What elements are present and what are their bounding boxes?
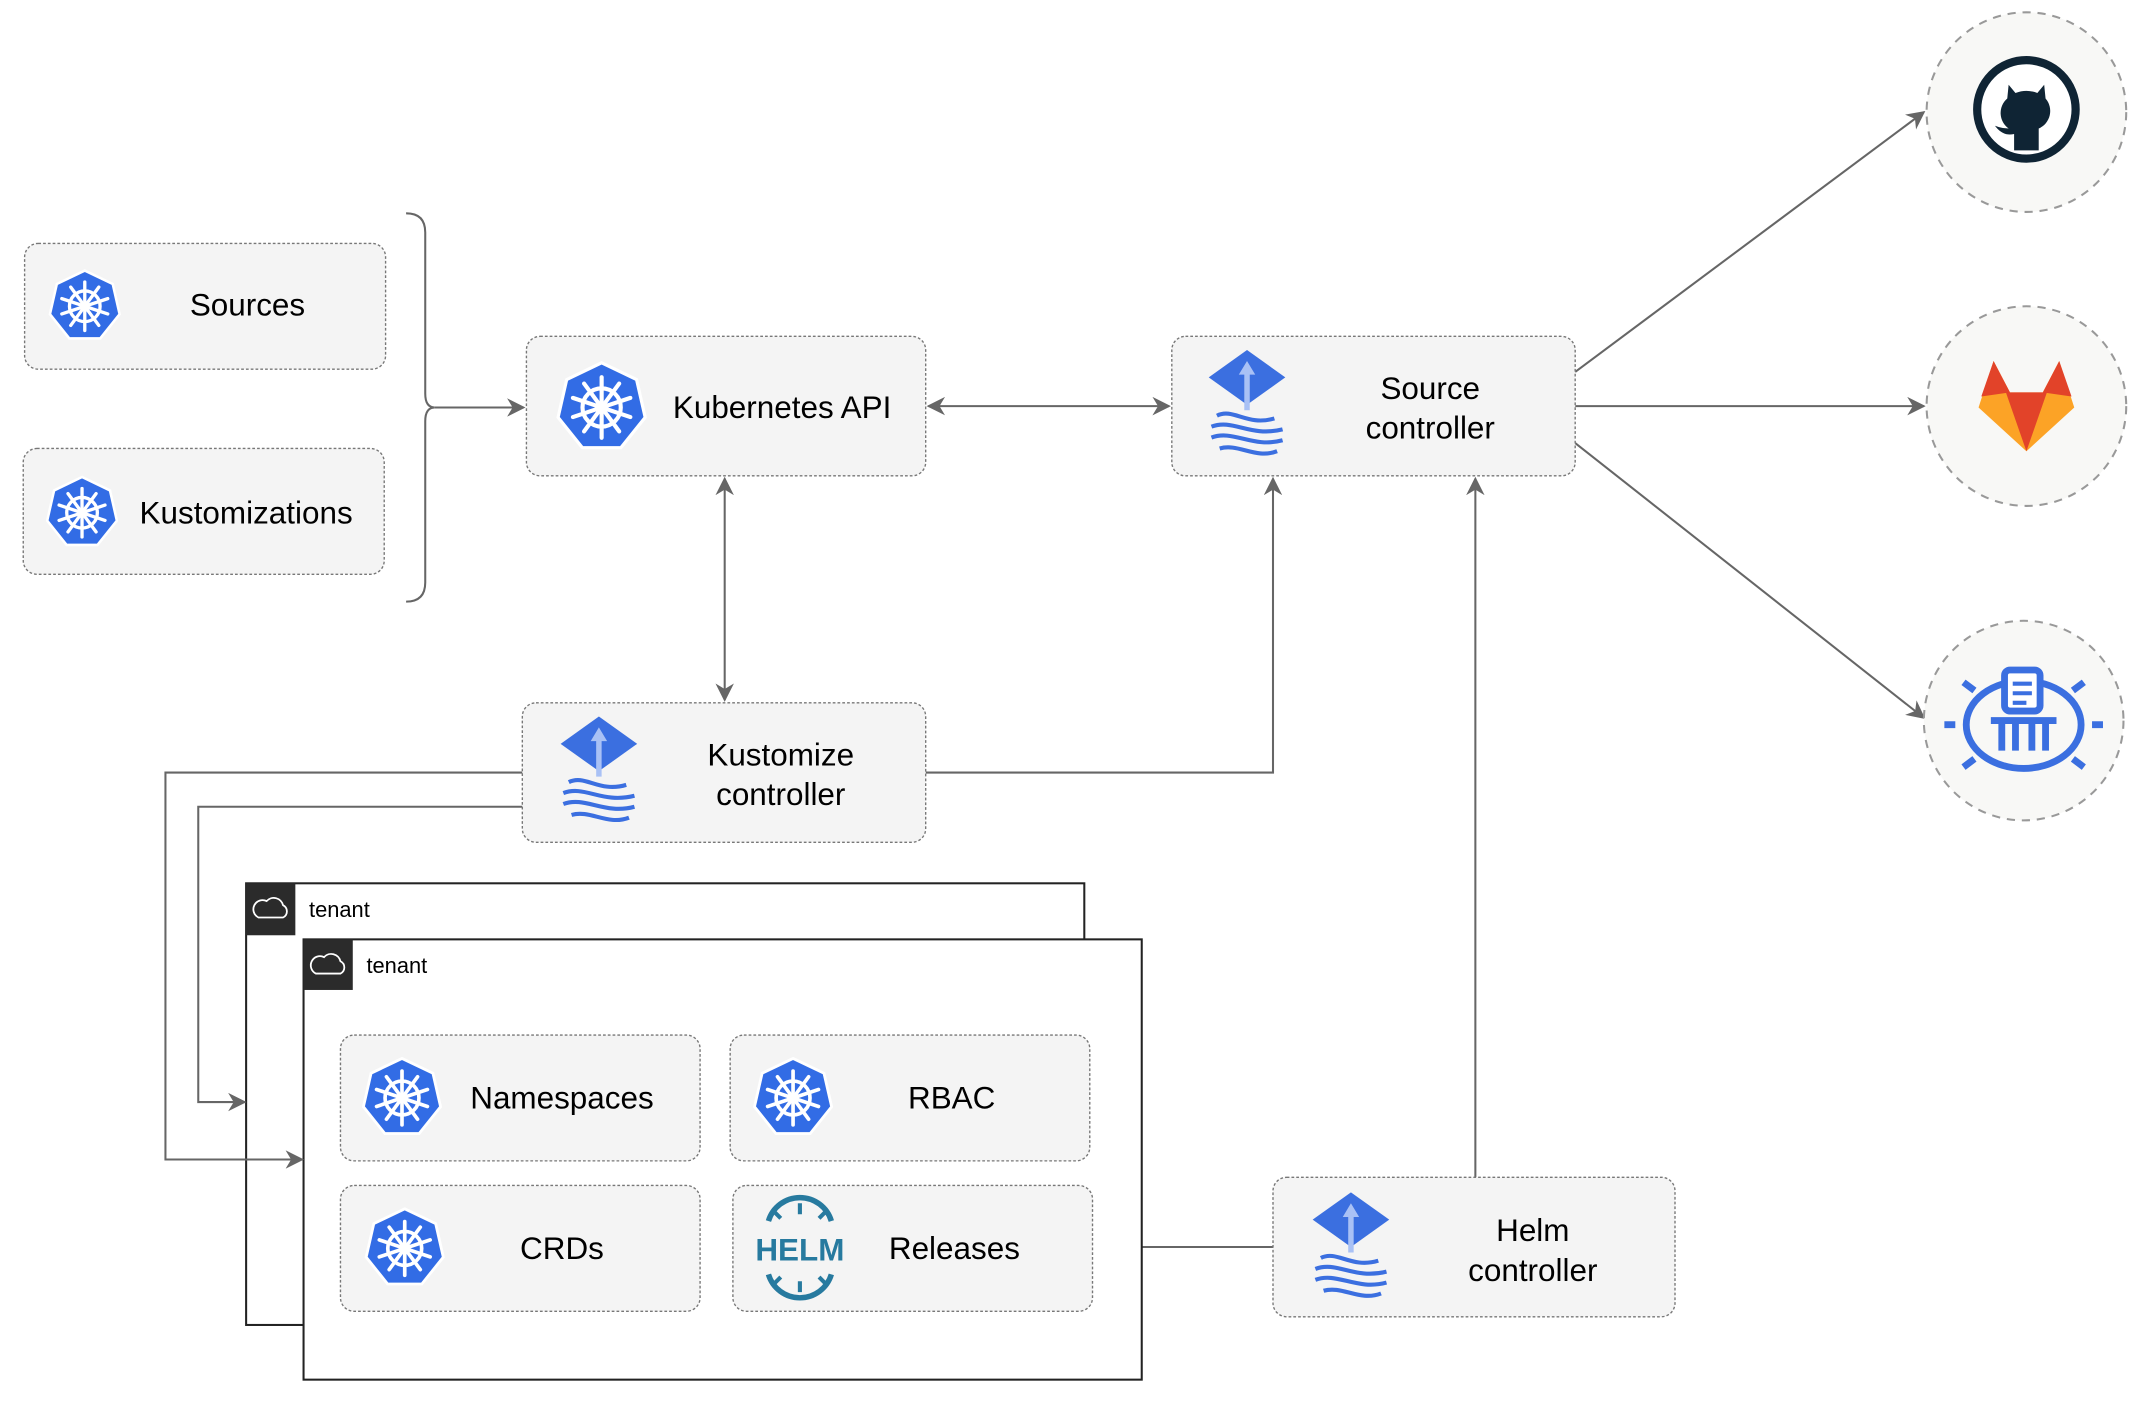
edge-kustomize-to-tenant-back [197, 805, 523, 1112]
cloud-icon [309, 953, 346, 975]
github-icon [1973, 56, 2080, 163]
edge-source-to-bucket [1574, 442, 1926, 719]
bucket-icon [1944, 666, 2103, 772]
node-source-controller[interactable]: Source controller [1171, 335, 1576, 477]
kustomize-controller-label: Kustomize [707, 737, 854, 772]
helm-controller-label: controller [1468, 1253, 1597, 1288]
node-namespaces[interactable]: Namespaces [339, 1034, 701, 1162]
namespaces-label: Namespaces [470, 1080, 653, 1115]
node-kubernetes-api[interactable]: Kubernetes API [525, 335, 927, 477]
node-crds[interactable]: CRDs [339, 1184, 701, 1312]
sources-label: Sources [190, 287, 305, 322]
kustomize-controller-label: controller [716, 777, 845, 812]
node-kustomize-controller[interactable]: Kustomize controller [521, 702, 927, 843]
node-releases[interactable]: HELM Releases [732, 1184, 1094, 1312]
node-kustomizations[interactable]: Kustomizations [22, 447, 385, 575]
gitlab-node[interactable] [1925, 305, 2128, 507]
rbac-label: RBAC [908, 1080, 995, 1115]
helm-icon: HELM [755, 1194, 844, 1301]
releases-label: Releases [889, 1231, 1020, 1266]
tenant-label: tenant [309, 897, 370, 922]
source-controller-label: Source [1380, 371, 1480, 406]
github-node[interactable] [1925, 11, 2128, 213]
gitlab-icon [1978, 360, 2075, 452]
node-sources[interactable]: Sources [23, 242, 387, 370]
node-rbac[interactable]: RBAC [729, 1034, 1091, 1162]
kubernetes-api-label: Kubernetes API [673, 390, 891, 425]
crds-label: CRDs [520, 1231, 604, 1266]
edge-kustomize-to-source [925, 476, 1283, 774]
bucket-node[interactable] [1922, 619, 2125, 822]
helm-logo-text: HELM [755, 1232, 844, 1267]
tenant-label: tenant [366, 953, 427, 978]
helm-controller-label: Helm [1496, 1213, 1569, 1248]
source-controller-label: controller [1366, 410, 1495, 445]
edge-kustomize-to-tenant-front [164, 771, 523, 1169]
node-helm-controller[interactable]: Helm controller [1272, 1176, 1676, 1318]
kustomizations-label: Kustomizations [140, 495, 353, 530]
edge-source-to-github [1574, 111, 1926, 373]
cloud-icon [252, 897, 288, 919]
brace [406, 212, 435, 603]
